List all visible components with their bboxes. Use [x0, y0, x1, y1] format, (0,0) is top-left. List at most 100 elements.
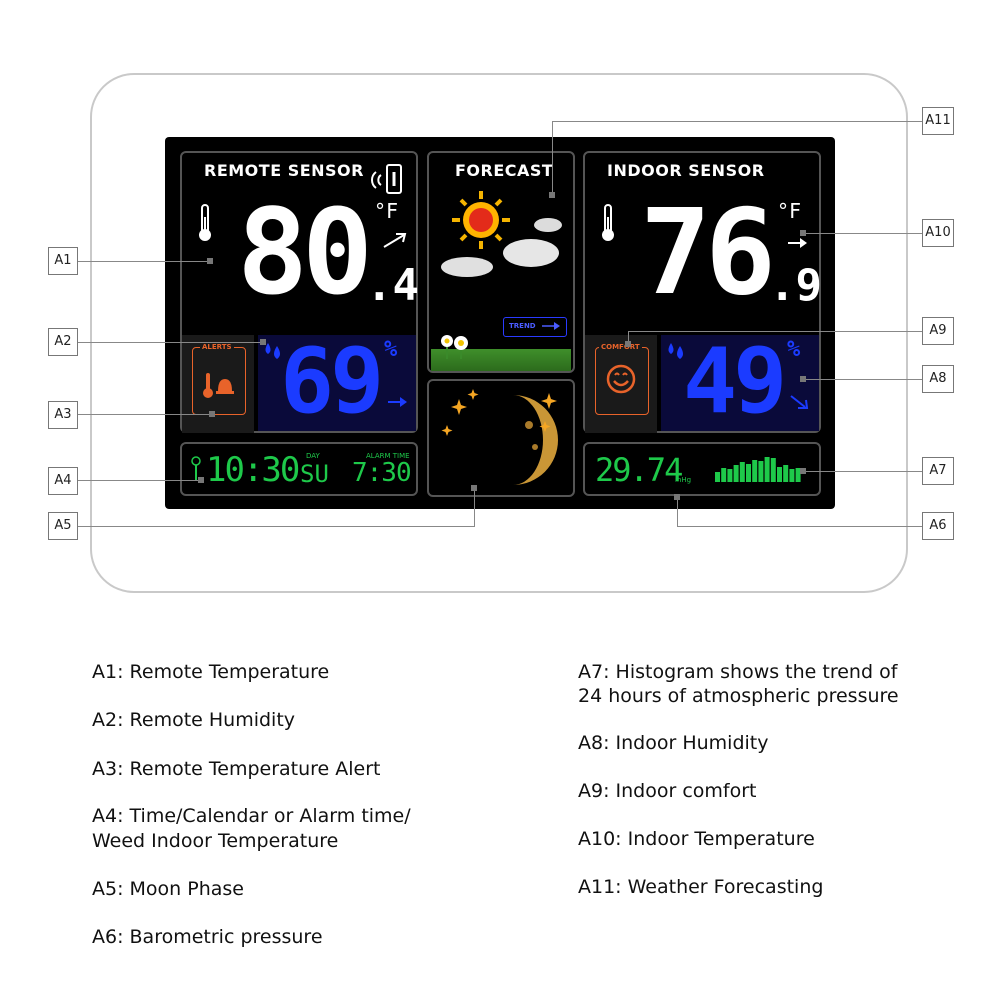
callout-a8: A8: [922, 365, 954, 393]
thermometer-icon: [199, 204, 211, 241]
alarm-time-label: ALARM TIME: [366, 452, 410, 460]
anchor-dot: [800, 230, 806, 236]
legend-a9: A9: Indoor comfort: [578, 780, 757, 802]
indoor-humidity-unit: %: [787, 337, 801, 362]
histogram-bar: [727, 469, 733, 482]
legend-a3: A3: Remote Temperature Alert: [92, 758, 381, 780]
pressure-panel: 29.74 inHg: [583, 442, 821, 496]
anchor-dot: [471, 485, 477, 491]
clock-time: 10:30: [206, 450, 300, 490]
anchor-dot: [800, 468, 806, 474]
histogram-bar: [783, 465, 789, 482]
indoor-humidity-box: 49 %: [661, 329, 819, 434]
indoor-temperature-decimal: .9: [769, 260, 822, 311]
leader-line: [552, 121, 553, 194]
anchor-dot: [549, 192, 555, 198]
callout-a5: A5: [48, 512, 78, 540]
anchor-dot: [674, 494, 680, 500]
rising-trend-arrow-icon: [383, 233, 407, 248]
histogram-bar: [746, 464, 751, 482]
legend-a8: A8: Indoor Humidity: [578, 732, 769, 754]
smiley-face-icon: [606, 364, 636, 394]
remote-temperature-decimal: .4: [366, 260, 419, 311]
indoor-temperature-unit: °F: [777, 199, 802, 223]
water-drop-icon: [668, 343, 683, 359]
anchor-dot: [260, 339, 266, 345]
anchor-dot: [198, 477, 204, 483]
leader-line: [552, 121, 922, 122]
legend-a1: A1: Remote Temperature: [92, 661, 330, 683]
remote-sensor-panel: REMOTE SENSOR 80 .4 °F ALERTS: [180, 151, 419, 434]
steady-arrow-icon: [388, 397, 407, 407]
legend-a10: A10: Indoor Temperature: [578, 828, 815, 850]
moon-phase-icon: [441, 389, 558, 485]
legend-a4-continued: Weed Indoor Temperature: [92, 830, 339, 852]
alerts-label: ALERTS: [200, 343, 234, 351]
callout-a3: A3: [48, 401, 78, 429]
day-value: SU: [300, 460, 329, 488]
callout-a4: A4: [48, 467, 78, 495]
pressure-value: 29.74: [595, 451, 683, 489]
leader-line: [677, 496, 678, 526]
falling-arrow-icon: [790, 395, 809, 409]
leader-line: [677, 526, 922, 527]
legend-a7: A7: Histogram shows the trend of: [578, 661, 898, 683]
histogram-bar: [770, 458, 776, 482]
leader-line: [628, 331, 629, 343]
legend-a4: A4: Time/Calendar or Alarm time/: [92, 805, 411, 827]
radio-signal-icon: [191, 456, 201, 481]
comfort-label: COMFORT: [599, 343, 642, 351]
callout-a2: A2: [48, 328, 78, 356]
histogram-bar: [789, 469, 795, 482]
legend-a7-continued: 24 hours of atmospheric pressure: [578, 685, 899, 707]
legend-a6: A6: Barometric pressure: [92, 926, 323, 948]
indoor-temperature-value: 76: [640, 183, 776, 321]
trend-label: TREND: [509, 322, 536, 330]
anchor-dot: [625, 341, 631, 347]
indoor-humidity-value: 49: [683, 329, 787, 434]
leader-line: [78, 261, 210, 262]
signal-icon: [371, 164, 402, 194]
water-drop-icon: [265, 343, 280, 359]
leader-line: [628, 331, 922, 332]
histogram-bar: [715, 472, 720, 482]
grass-strip: [431, 349, 571, 371]
daisy-flower-icon: [441, 335, 468, 359]
leader-line: [78, 526, 475, 527]
sun-cloud-forecast-icon: [441, 191, 562, 277]
forecast-panel: FORECAST TREND: [427, 151, 575, 373]
clock-panel: 10:30 DAY SU ALARM TIME 7:30: [180, 442, 418, 496]
leader-line: [474, 487, 475, 527]
anchor-dot: [209, 411, 215, 417]
remote-temperature-value: 80: [237, 183, 373, 321]
remote-humidity-unit: %: [384, 337, 398, 362]
moon-phase-panel: [427, 379, 575, 497]
callout-a10: A10: [922, 219, 954, 247]
trend-arrow-icon: [542, 322, 560, 330]
leader-line: [803, 233, 922, 234]
leader-line: [78, 342, 263, 343]
alert-bell-icon: [203, 373, 234, 398]
remote-alert-box: ALERTS: [182, 335, 254, 433]
comfort-box: COMFORT: [585, 335, 657, 433]
leader-line: [78, 414, 212, 415]
leader-line: [78, 480, 202, 481]
remote-humidity-value: 69: [280, 329, 384, 434]
indoor-sensor-panel: INDOOR SENSOR 76 .9 °F COMFORT 4: [583, 151, 822, 434]
forecast-title: FORECAST: [455, 161, 554, 180]
histogram-bar: [764, 457, 770, 482]
callout-a7: A7: [922, 457, 954, 485]
anchor-dot: [207, 258, 213, 264]
histogram-bar: [777, 467, 782, 482]
callout-a1: A1: [48, 247, 78, 275]
device-screen: REMOTE SENSOR 80 .4 °F ALERTS: [165, 137, 835, 509]
day-label: DAY: [306, 452, 320, 460]
remote-humidity-box: 69 %: [258, 329, 416, 434]
callout-a11: A11: [922, 107, 954, 135]
remote-temperature-unit: °F: [374, 199, 399, 223]
legend-a5: A5: Moon Phase: [92, 878, 244, 900]
histogram-bar: [752, 460, 758, 482]
anchor-dot: [800, 376, 806, 382]
alarm-time-value: 7:30: [352, 458, 412, 488]
remote-sensor-title: REMOTE SENSOR: [204, 161, 364, 180]
